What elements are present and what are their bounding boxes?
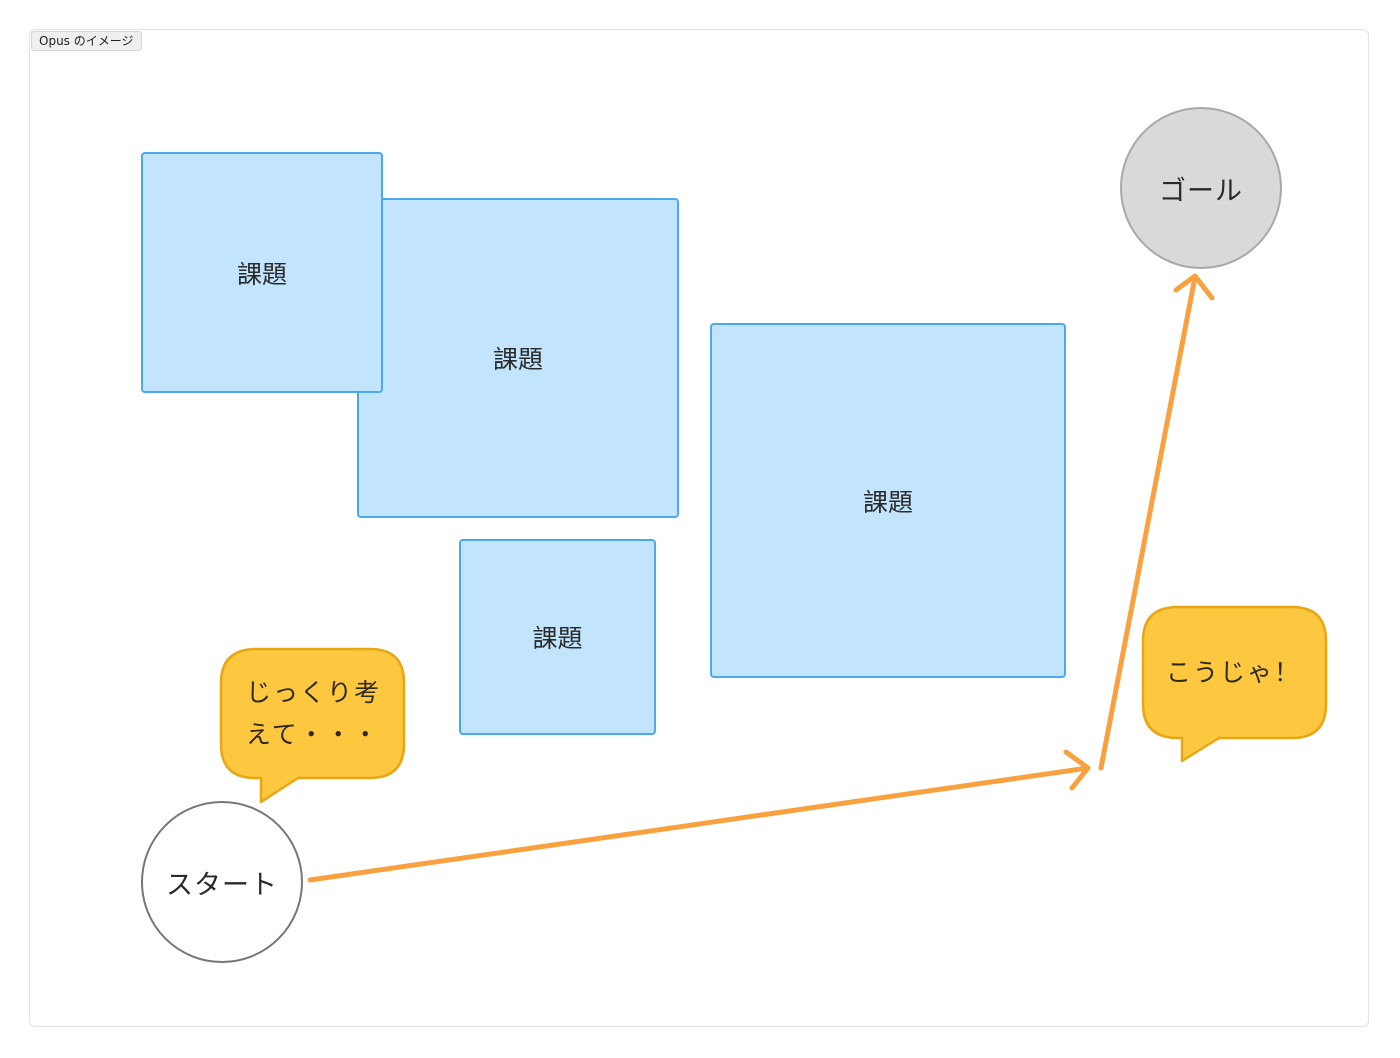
thinking-bubble-line2: えて・・・: [246, 720, 380, 749]
arrow-start-to-turn[interactable]: [307, 765, 1091, 883]
goal-label: ゴール: [1159, 175, 1243, 207]
start-label: スタート: [166, 869, 278, 901]
arrow-head-right: [1063, 749, 1091, 791]
task-label: 課題: [492, 345, 543, 374]
eureka-bubble[interactable]: [1141, 605, 1328, 763]
task-label: 課題: [862, 487, 913, 517]
eureka-bubble-text: こうじゃ！: [1166, 658, 1302, 687]
task-box-medium[interactable]: 課題: [357, 198, 679, 518]
arrow-head-up: [1173, 273, 1215, 301]
start-node[interactable]: スタート: [141, 801, 303, 963]
thinking-bubble[interactable]: [219, 647, 406, 804]
thinking-bubble-line1: じっくり考: [246, 678, 382, 707]
task-box-small[interactable]: 課題: [141, 152, 383, 393]
task-box-large[interactable]: 課題: [710, 323, 1066, 678]
task-label: 課題: [236, 259, 287, 289]
frame-title[interactable]: Opus のイメージ: [31, 31, 142, 51]
goal-node[interactable]: ゴール: [1120, 107, 1282, 269]
task-label: 課題: [532, 624, 583, 653]
task-box-bottom[interactable]: 課題: [459, 539, 656, 735]
arrow-turn-to-goal[interactable]: [1098, 274, 1198, 771]
